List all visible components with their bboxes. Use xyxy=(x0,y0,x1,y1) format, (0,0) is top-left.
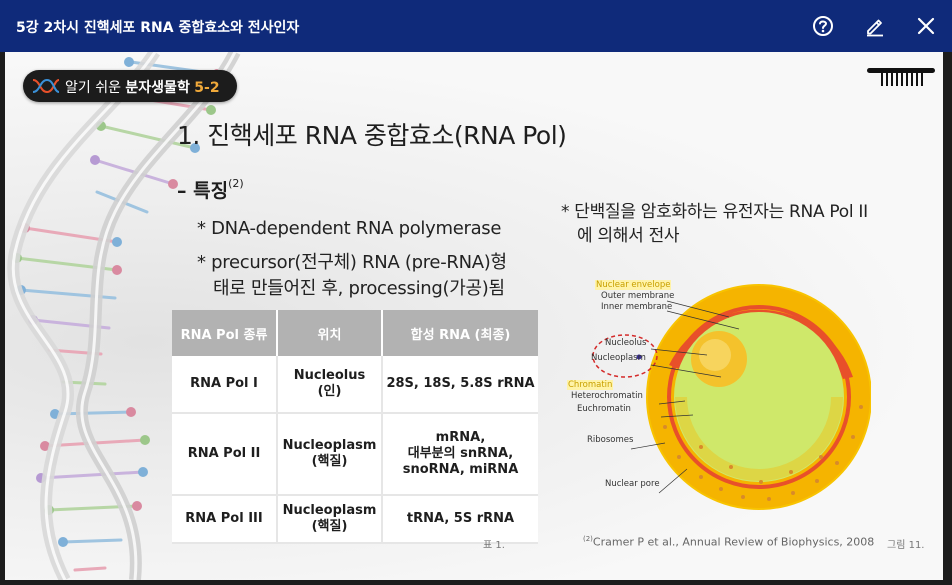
table-cell-location: Nucleoplasm(핵질) xyxy=(277,495,383,544)
label-nucleolus: Nucleolus xyxy=(605,338,647,348)
label-nucleoplasm: Nucleoplasm xyxy=(591,353,646,363)
dna-helix-illustration xyxy=(7,52,241,580)
course-label: 알기 쉬운 분자생물학 5-2 xyxy=(65,77,220,97)
label-nuclear-pore: Nuclear pore xyxy=(605,479,660,489)
course-prefix: 알기 쉬운 xyxy=(65,80,126,96)
location-korean: (인) xyxy=(317,384,342,399)
subheading-text: – 특징 xyxy=(177,180,229,202)
table-header: 위치 xyxy=(277,310,383,356)
rna-pol-table: RNA Pol 종류 위치 합성 RNA (최종) RNA Pol I Nucl… xyxy=(172,310,538,544)
help-button[interactable] xyxy=(810,13,836,39)
table-cell-location: Nucleoplasm(핵질) xyxy=(277,413,383,496)
label-chromatin: Chromatin xyxy=(567,380,614,390)
table-row: RNA Pol I Nucleolus(인) 28S, 18S, 5.8S rR… xyxy=(172,356,538,414)
table-cell-location: Nucleolus(인) xyxy=(277,356,383,414)
rna-product: snoRNA, miRNA xyxy=(402,462,519,477)
rna-product: mRNA, xyxy=(435,430,486,445)
table-cell-rna: mRNA,대부분의 snRNA,snoRNA, miRNA xyxy=(382,413,538,496)
table-header-row: RNA Pol 종류 위치 합성 RNA (최종) xyxy=(172,310,538,356)
table-row: RNA Pol II Nucleoplasm(핵질) mRNA,대부분의 snR… xyxy=(172,413,538,496)
label-heterochromatin: Heterochromatin xyxy=(571,391,643,401)
subheading: – 특징(2) xyxy=(177,176,244,203)
course-number: 5-2 xyxy=(194,80,220,96)
dna-logo-icon xyxy=(32,78,60,94)
subheading-reference: (2) xyxy=(228,177,244,190)
bullet-precursor-line1: * precursor(전구체) RNA (pre-RNA)형 xyxy=(197,252,507,273)
help-circle-icon xyxy=(813,16,833,36)
figure-citation: (2)Cramer P et al., Annual Review of Bio… xyxy=(583,535,874,549)
citation-text: Cramer P et al., Annual Review of Biophy… xyxy=(592,535,875,549)
label-inner-membrane: Inner membrane xyxy=(601,302,673,312)
bullet-precursor-line2: 태로 만들어진 후, processing(가공)됨 xyxy=(213,278,505,299)
slide-heading: 1. 진핵세포 RNA 중합효소(RNA Pol) xyxy=(177,121,567,150)
transcription-note-line2: 에 의해서 전사 xyxy=(577,226,680,246)
table-row: RNA Pol III Nucleoplasm(핵질) tRNA, 5S rRN… xyxy=(172,495,538,544)
location-korean: (핵질) xyxy=(311,519,348,534)
lecture-slide: 알기 쉬운 분자생물학 5-2 1. 진핵세포 RNA 중합효소(RNA Pol… xyxy=(5,52,943,580)
course-badge: 알기 쉬운 분자생물학 5-2 xyxy=(23,70,237,102)
table-header: RNA Pol 종류 xyxy=(172,310,278,356)
table-cell-type: RNA Pol II xyxy=(172,413,278,496)
nucleus-figure: Nuclear envelope Outer membrane Inner me… xyxy=(567,267,871,517)
label-outer-membrane: Outer membrane xyxy=(601,291,675,301)
table-header: 합성 RNA (최종) xyxy=(382,310,538,356)
table-cell-rna: 28S, 18S, 5.8S rRNA xyxy=(382,356,538,414)
label-ribosomes: Ribosomes xyxy=(587,435,634,445)
nucleus-diagram xyxy=(592,284,871,510)
transcription-note: * 단백질을 암호화하는 유전자는 RNA Pol II 에 의해서 전사 xyxy=(561,200,921,248)
close-icon xyxy=(917,17,935,35)
location-name: Nucleoplasm xyxy=(282,503,377,518)
bullet-dna-dependent: * DNA-dependent RNA polymerase xyxy=(197,218,502,239)
label-nuclear-envelope: Nuclear envelope xyxy=(595,280,672,290)
table-cell-rna: tRNA, 5S rRNA xyxy=(382,495,538,544)
edit-button[interactable] xyxy=(862,13,888,39)
table-cell-type: RNA Pol I xyxy=(172,356,278,414)
table-cell-type: RNA Pol III xyxy=(172,495,278,544)
window-title: 5강 2차시 진핵세포 RNA 중합효소와 전사인자 xyxy=(16,20,300,36)
label-euchromatin: Euchromatin xyxy=(577,404,631,414)
table-caption: 표 1. xyxy=(483,540,505,551)
pencil-icon xyxy=(867,19,883,37)
location-korean: (핵질) xyxy=(311,454,348,469)
title-bar: 5강 2차시 진핵세포 RNA 중합효소와 전사인자 xyxy=(0,0,952,52)
location-name: Nucleolus xyxy=(293,368,366,383)
bullet-precursor: * precursor(전구체) RNA (pre-RNA)형 태로 만들어진 … xyxy=(197,250,537,302)
transcription-note-line1: * 단백질을 암호화하는 유전자는 RNA Pol II xyxy=(561,202,868,222)
figure-caption: 그림 11. xyxy=(887,540,925,551)
rna-product: 대부분의 snRNA, xyxy=(407,446,514,461)
citation-reference: (2) xyxy=(583,535,593,543)
location-name: Nucleoplasm xyxy=(282,438,377,453)
course-name: 분자생물학 xyxy=(125,80,190,96)
university-logo xyxy=(867,68,935,86)
close-button[interactable] xyxy=(913,13,939,39)
